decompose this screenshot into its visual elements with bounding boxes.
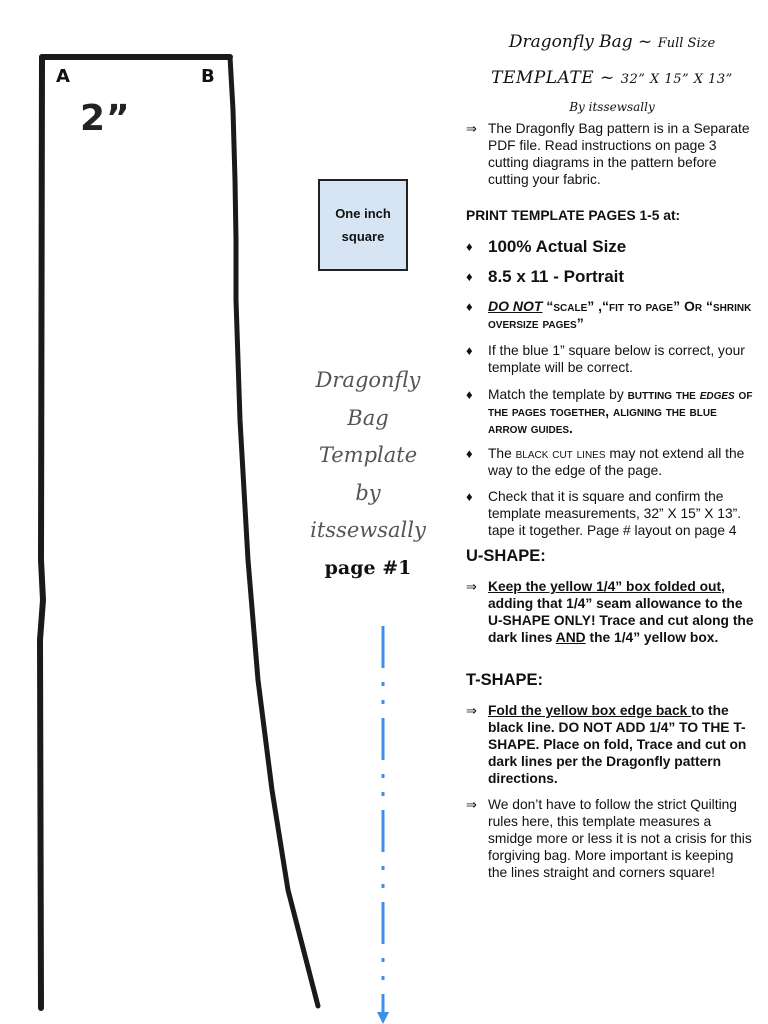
- guide-arrow-icon: [377, 1012, 389, 1024]
- seam-width-label: 2”: [80, 98, 131, 139]
- diamond-bullet-icon: ♦: [466, 446, 473, 461]
- diamond-bullet-icon: ♦: [466, 269, 473, 284]
- diamond-bullet-icon: ♦: [466, 239, 473, 254]
- diamond-bullet-icon: ♦: [466, 489, 473, 504]
- arrow-bullet-icon: ⇒: [466, 703, 477, 718]
- cut-line-right-curve: [227, 54, 321, 1009]
- corner-b-label: B: [201, 66, 215, 87]
- label-line4: by: [355, 480, 381, 505]
- template-word: TEMPLATE ~: [491, 68, 615, 88]
- inch-square-line2: square: [341, 229, 385, 244]
- instruction-cut-lines: ♦ The black cut lines may not extend all…: [466, 446, 745, 478]
- instruction-u-shape: ⇒ Keep the yellow 1/4” box folded out, a…: [466, 579, 754, 645]
- instruction-do-not: ♦ DO NOT “scale” ,“fit to page” Or “shri…: [466, 298, 756, 332]
- u-shape-heading: U-SHAPE:: [466, 547, 546, 565]
- diamond-bullet-icon: ♦: [466, 387, 473, 402]
- title-suffix: Full Size: [657, 36, 716, 51]
- label-line5: itssewsally: [310, 518, 426, 542]
- inch-square-line1: One inch: [335, 206, 391, 221]
- instruction-paper-size: ♦ 8.5 x 11 - Portrait: [466, 267, 625, 286]
- diamond-bullet-icon: ♦: [466, 343, 473, 358]
- header-title: Dragonfly Bag ~ Full Size: [462, 32, 762, 52]
- title-text: Dragonfly Bag ~: [508, 32, 653, 52]
- instruction-check-square: ♦ Check that it is square and confirm th…: [466, 489, 742, 538]
- instruction-t-shape: ⇒ Fold the yellow box edge back to the b…: [466, 703, 747, 786]
- arrow-bullet-icon: ⇒: [466, 579, 477, 594]
- instruction-intro: ⇒ The Dragonfly Bag pattern is in a Sepa…: [466, 121, 750, 187]
- arrow-bullet-icon: ⇒: [466, 797, 477, 812]
- cut-line-left: [36, 54, 47, 1011]
- label-line3: Template: [318, 443, 418, 467]
- instruction-note: ⇒ We don’t have to follow the strict Qui…: [466, 797, 752, 880]
- instruction-actual-size: ♦ 100% Actual Size: [466, 237, 627, 256]
- diamond-bullet-icon: ♦: [466, 299, 473, 314]
- print-heading: PRINT TEMPLATE PAGES 1-5 at:: [466, 208, 681, 223]
- page-number-label: page #1: [324, 556, 412, 579]
- instruction-blue-square: ♦ If the blue 1” square below is correct…: [466, 343, 745, 375]
- arrow-bullet-icon: ⇒: [466, 121, 477, 136]
- corner-a-label: A: [56, 66, 70, 87]
- do-not-text: DO NOT: [488, 298, 543, 314]
- do-not-rest: “scale” ,“fit to page” Or “shrink oversi…: [488, 298, 752, 331]
- label-line2: Bag: [347, 405, 389, 430]
- template-label: Dragonfly Bag Template by itssewsally pa…: [298, 362, 438, 587]
- instructions-panel: ⇒ The Dragonfly Bag pattern is in a Sepa…: [466, 0, 756, 1024]
- header-template-line: TEMPLATE ~ 32” X 15” X 13”: [462, 68, 762, 88]
- instruction-match-template: ♦ Match the template by butting the edge…: [466, 387, 753, 436]
- dimensions-text: 32” X 15” X 13”: [620, 72, 733, 87]
- one-inch-square: One inch square: [318, 179, 408, 271]
- header-author: By itssewsally: [569, 100, 655, 114]
- label-line1: Dragonfly: [315, 368, 421, 392]
- t-shape-heading: T-SHAPE:: [466, 671, 544, 689]
